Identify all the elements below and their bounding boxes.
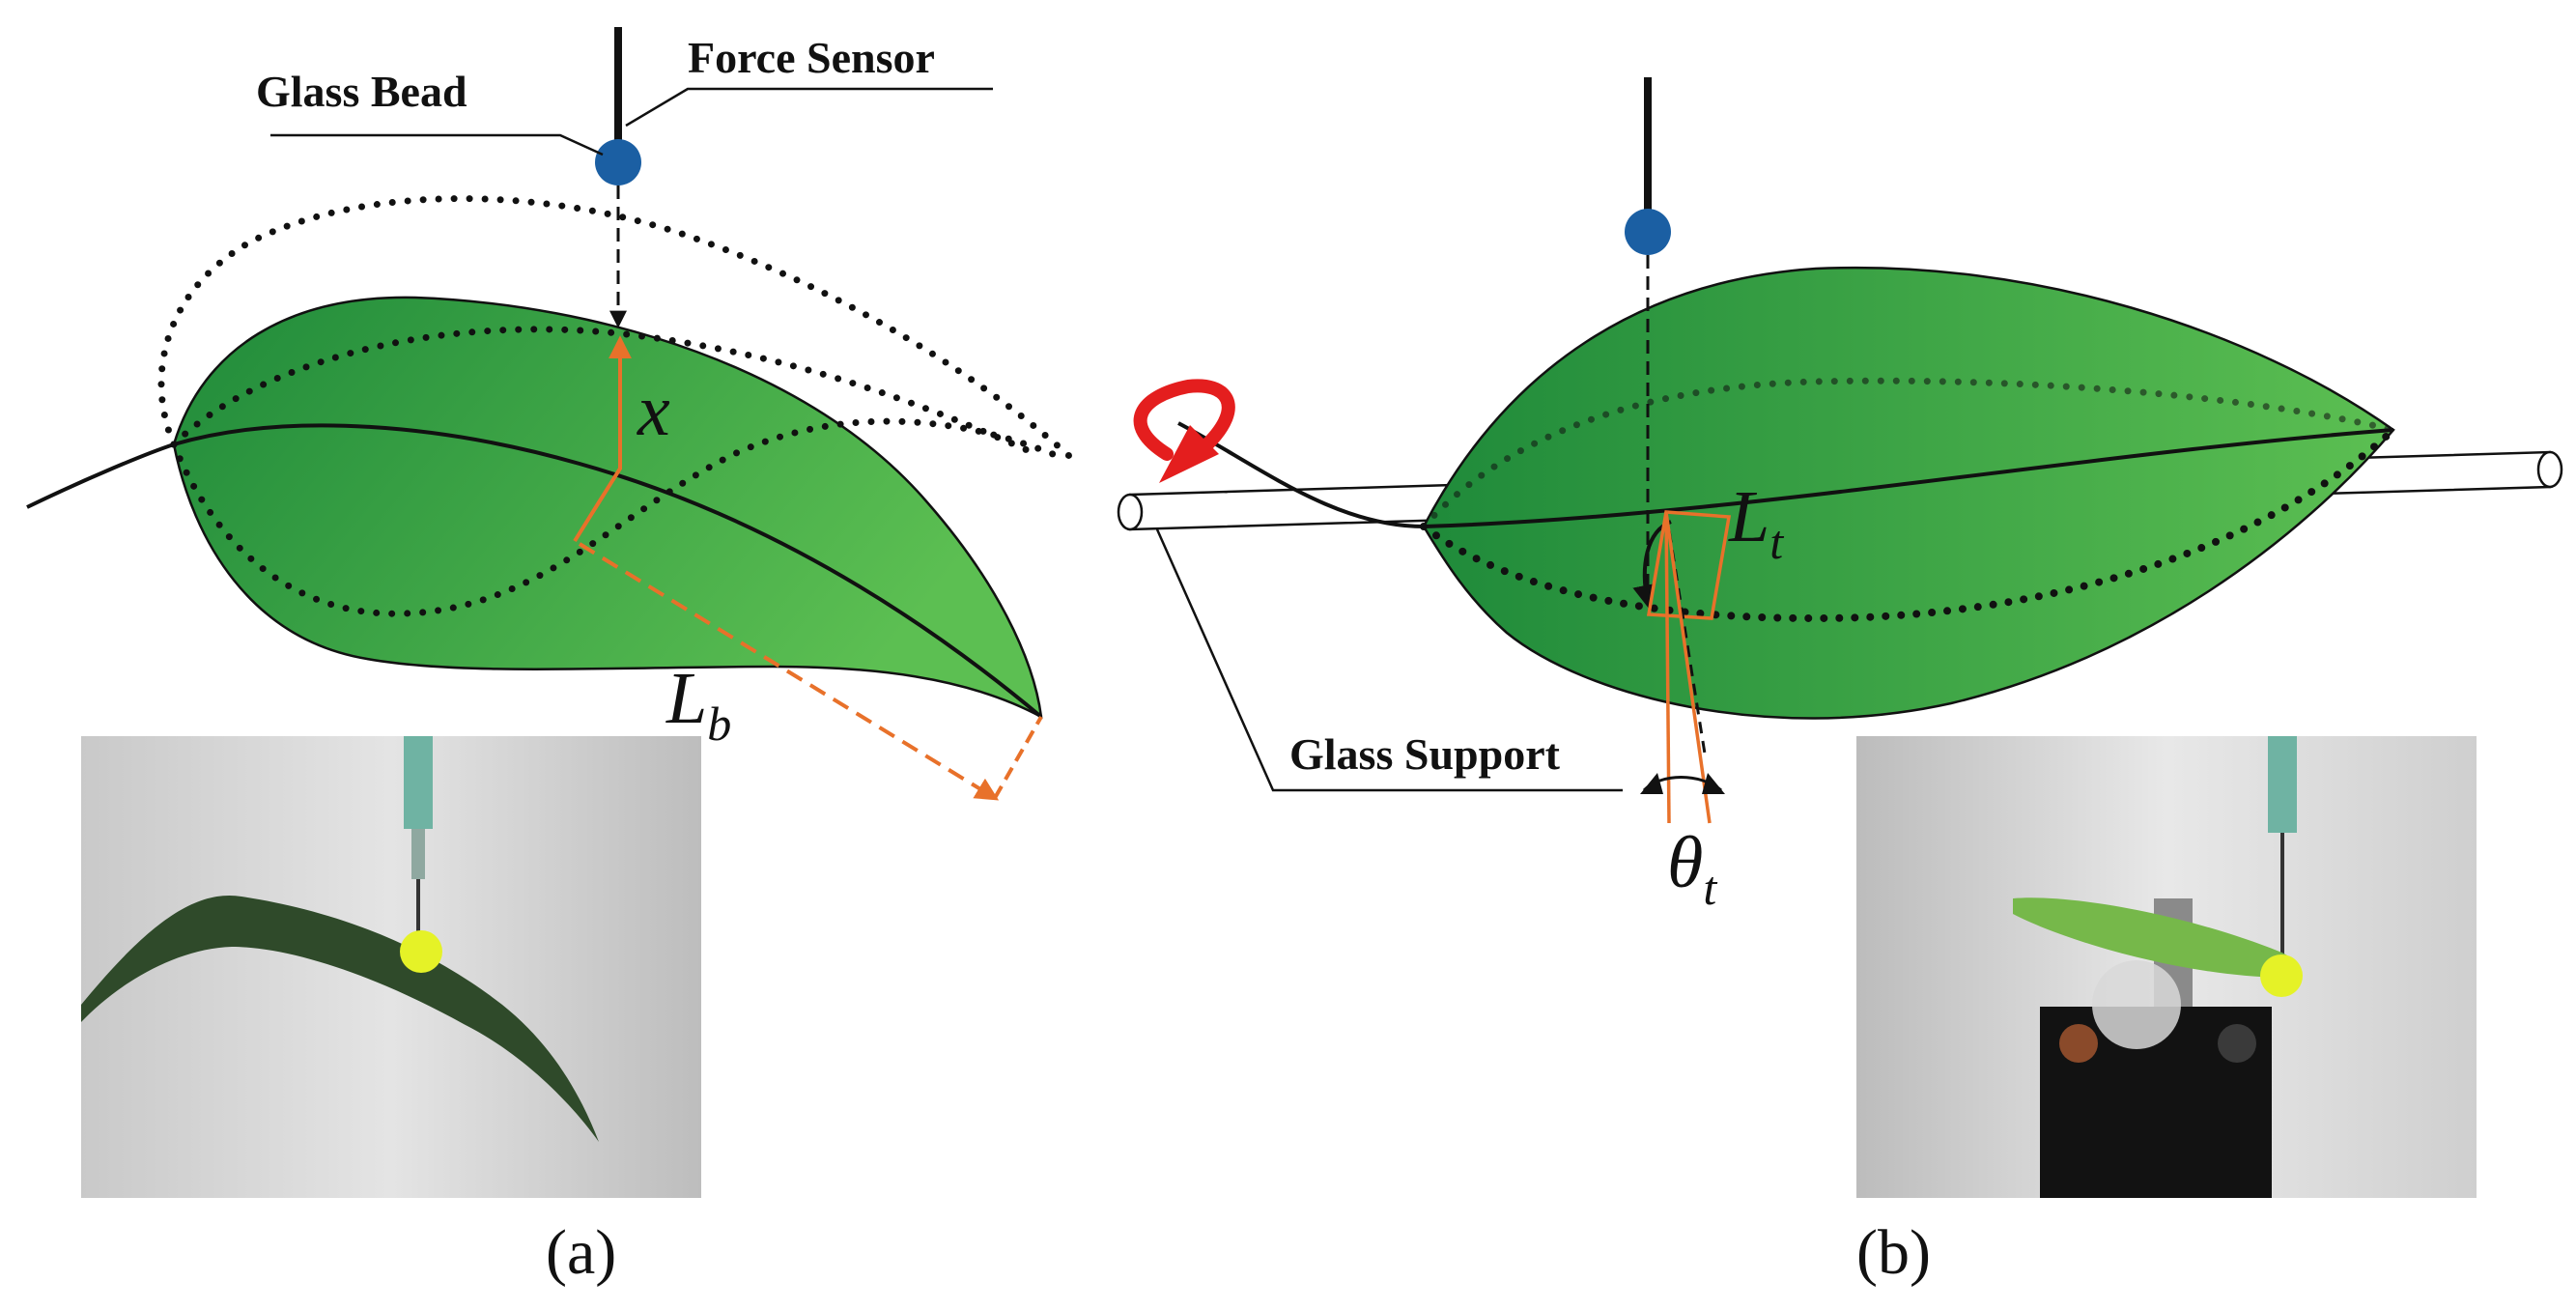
lt-label: Lt [1728, 476, 1784, 569]
panel-b: Lt θt Glass Support (b) [1117, 77, 2563, 1288]
deformed-outline-lower [170, 417, 1057, 617]
photo-yellow-ball-b [2260, 954, 2303, 997]
force-sensor-label: Force Sensor [688, 33, 935, 82]
lb-label: Lb [665, 658, 731, 751]
glass-support-leader [1155, 528, 1623, 792]
photo-b [1856, 736, 2477, 1198]
panel-a: x Lb Glass Bead Force Sensor (a) [26, 27, 1084, 1288]
glass-support-label: Glass Support [1289, 729, 1561, 779]
photo-leaf-b [2013, 897, 2297, 978]
theta-rot-line [1664, 511, 1712, 824]
leaf-a [172, 296, 1043, 720]
glass-bead-leader [270, 133, 604, 157]
caption-a: (a) [546, 1217, 616, 1288]
tube-end-left [1117, 493, 1144, 531]
caption-b: (b) [1856, 1217, 1931, 1288]
glass-bead-a [595, 139, 641, 185]
photo-leaf-a [81, 895, 599, 1142]
midrib-a [26, 423, 1043, 719]
midrib-b [1177, 421, 2394, 529]
photo-yellow-ball-a [400, 930, 442, 973]
theta-label: θt [1667, 822, 1717, 915]
leaf-b [1422, 266, 2395, 720]
force-sensor-leader [625, 87, 993, 128]
lt-measure-box [1646, 510, 1732, 620]
rotated-outline-lower [1420, 426, 2397, 623]
theta-arrow-left [1640, 773, 1663, 794]
lb-measure-line [578, 542, 1000, 801]
glass-bead-b [1625, 209, 1671, 255]
theta-ref-line [1664, 511, 1671, 824]
rotation-arrow-icon [1133, 379, 1235, 461]
deformed-outline-upper [157, 195, 1084, 470]
photo-a [81, 736, 701, 1198]
glass-bead-label: Glass Bead [256, 67, 467, 116]
rotation-arrowhead-icon [1159, 425, 1219, 483]
photo-clamp-knob [2092, 960, 2181, 1049]
lb-end-bracket [993, 716, 1043, 799]
x-label: x [637, 370, 670, 451]
theta-arrow-right [1702, 773, 1725, 794]
tube-end-right [2536, 450, 2563, 489]
x-measure-path [573, 435, 622, 543]
